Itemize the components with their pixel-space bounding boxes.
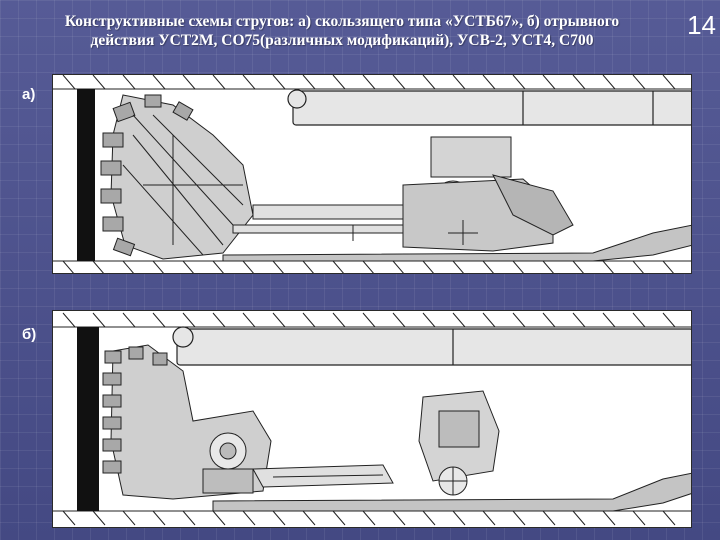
roof-hatching-b [62,312,676,328]
page-number: 14 [687,10,716,40]
plough-b-schematic [53,312,691,526]
diagram-b-label: б) [22,326,37,343]
coal-face-b [77,327,99,511]
slide-title: Конструктивные схемы стругов: а) скользя… [6,12,678,50]
roof-hatching [62,75,676,90]
coal-face [77,89,95,261]
floor-hatching [62,260,674,273]
plough-a-schematic [53,75,691,273]
slide-title-line-2: действия УСТ2М, СО75(различных модификац… [90,32,594,49]
diagram-a-panel [52,74,692,274]
diagram-b-panel [52,310,692,528]
slide-title-line-1: Конструктивные схемы стругов: а) скользя… [64,13,620,30]
diagram-a-label: а) [22,86,36,103]
floor-hatching-b [62,510,676,526]
